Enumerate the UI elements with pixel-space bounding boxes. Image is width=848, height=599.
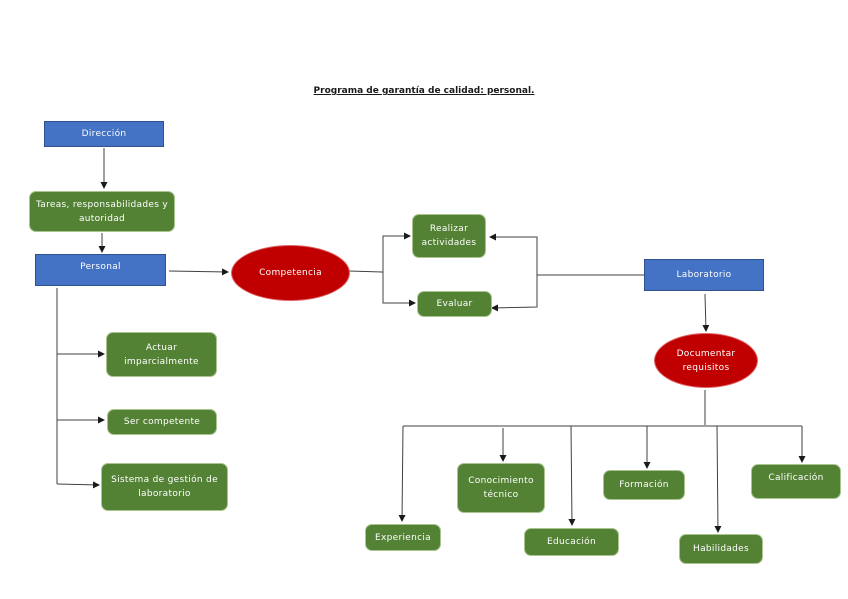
node-tareas[interactable]: Tareas, responsabilidades y autoridad (29, 191, 175, 232)
node-label: Habilidades (693, 544, 749, 554)
edge-competencia-evaluar (382, 272, 416, 307)
edge-personal-sistema (56, 481, 100, 489)
edge-documentar-experiencia (398, 425, 406, 522)
node-label: Laboratorio (676, 270, 732, 280)
node-habilidades[interactable]: Habilidades (679, 534, 763, 564)
edge-competencia-split (348, 270, 384, 273)
node-formacion[interactable]: Formación (603, 470, 685, 500)
node-direccion[interactable]: Dirección (44, 121, 164, 147)
node-experiencia[interactable]: Experiencia (365, 524, 441, 551)
node-label: Educación (547, 537, 596, 547)
node-label: Formación (619, 480, 669, 490)
node-personal[interactable]: Personal (35, 254, 166, 286)
node-documentar[interactable]: Documentar requisitos (654, 333, 758, 388)
edge-laboratorio-realizar (489, 233, 538, 275)
node-label: Conocimiento técnico (468, 476, 534, 500)
node-label: Tareas, responsabilidades y autoridad (35, 199, 168, 224)
diagram-title: Programa de garantía de calidad: persona… (313, 86, 535, 96)
node-laboratorio[interactable]: Laboratorio (644, 259, 764, 291)
edge-documentar-habilidades (714, 425, 722, 533)
node-sistema[interactable]: Sistema de gestión de laboratorio (101, 463, 228, 511)
node-educacion[interactable]: Educación (524, 528, 619, 556)
node-actuar[interactable]: Actuar imparcialmente (106, 332, 217, 377)
node-label: Realizar actividades (421, 224, 477, 248)
node-label: Actuar imparcialmente (124, 342, 199, 367)
node-competencia[interactable]: Competencia (231, 245, 350, 301)
edge-documentar-educacion (568, 425, 576, 526)
node-label: Documentar requisitos (676, 348, 736, 373)
node-conocimiento[interactable]: Conocimiento técnico (457, 463, 545, 513)
node-label: Ser competente (123, 417, 201, 427)
node-label: Calificación (768, 473, 824, 483)
node-label: Sistema de gestión de laboratorio (111, 475, 218, 499)
node-ser-competente[interactable]: Ser competente (107, 409, 217, 435)
node-label: Evaluar (436, 299, 473, 309)
node-evaluar[interactable]: Evaluar (417, 291, 492, 317)
node-calificacion[interactable]: Calificación (751, 464, 841, 499)
node-label: Competencia (259, 268, 322, 278)
node-label: Experiencia (375, 532, 431, 543)
edge-competencia-realizar (382, 232, 411, 272)
edge-laboratorio-evaluar (491, 275, 538, 312)
node-label: Personal (80, 262, 121, 272)
edge-laboratorio-documentar (702, 293, 710, 332)
node-realizar[interactable]: Realizar actividades (412, 214, 486, 258)
node-label: Dirección (81, 129, 127, 139)
edge-personal-competencia (168, 268, 229, 276)
